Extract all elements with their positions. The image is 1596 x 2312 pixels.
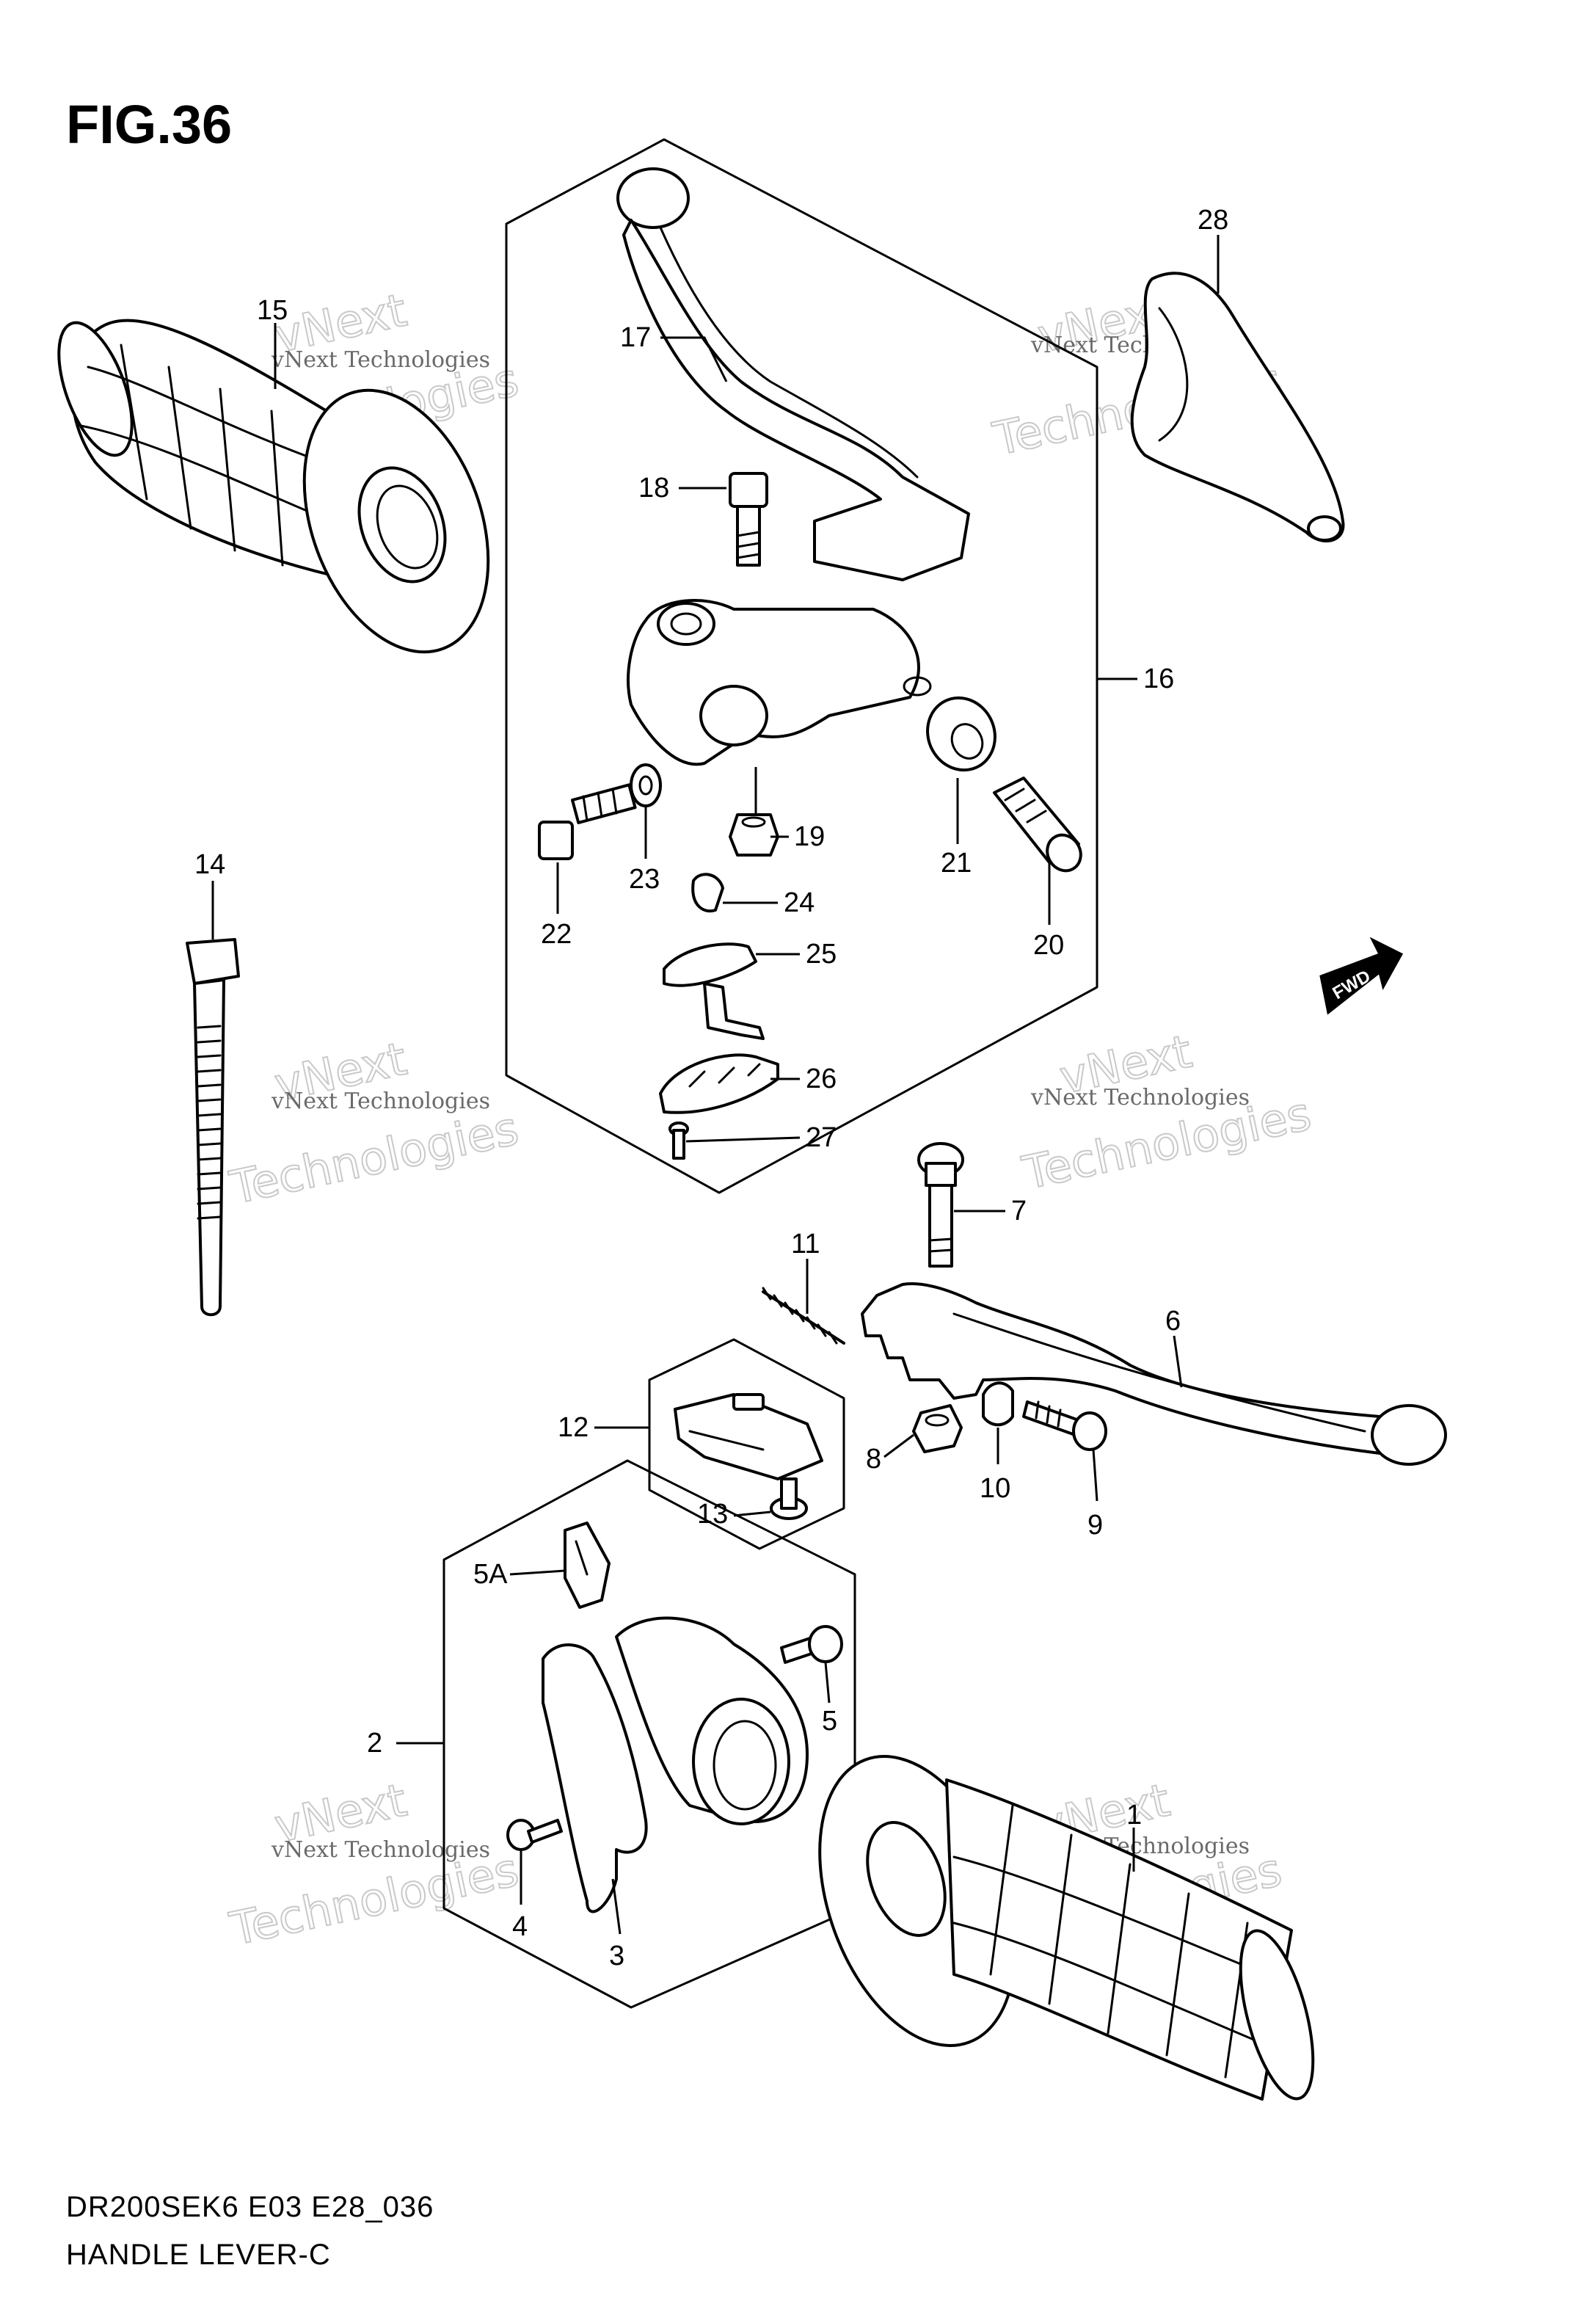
part-8-nut — [912, 1404, 963, 1453]
part-12-stop-switch — [674, 1393, 823, 1480]
callout-11: 11 — [791, 1229, 820, 1259]
part-18-pivot-bolt — [729, 472, 768, 567]
part-1-right-grip — [818, 1755, 1315, 2101]
watermark-mid-right: Technologies vNext vNext Technologies — [1017, 1024, 1316, 1201]
callout-18: 18 — [638, 473, 669, 504]
callout-1: 1 — [1126, 1800, 1142, 1831]
callout-14: 14 — [194, 849, 225, 880]
callout-3: 3 — [609, 1941, 624, 1971]
svg-text:vNext Technologies: vNext Technologies — [271, 1837, 490, 1863]
part-28-lever-cover — [1130, 272, 1345, 542]
callout-24: 24 — [784, 887, 815, 918]
callout-21: 21 — [941, 848, 972, 879]
callout-4: 4 — [512, 1911, 528, 1942]
callout-22: 22 — [541, 919, 572, 950]
callout-28: 28 — [1198, 205, 1228, 236]
callout-6: 6 — [1165, 1306, 1181, 1337]
callout-10: 10 — [980, 1473, 1010, 1504]
callout-7: 7 — [1011, 1196, 1027, 1226]
part-7-pivot-bolt — [917, 1142, 964, 1268]
figure-title: FIG.36 — [66, 94, 232, 155]
svg-text:vNext Technologies: vNext Technologies — [271, 1088, 490, 1114]
callout-2: 2 — [367, 1728, 382, 1759]
callout-9: 9 — [1087, 1510, 1103, 1541]
part-17-clutch-lever — [616, 167, 970, 581]
part-20-cable-adjuster — [993, 777, 1082, 873]
callout-8: 8 — [866, 1444, 881, 1475]
callout-19: 19 — [794, 821, 825, 852]
callout-17: 17 — [620, 322, 651, 353]
callout-16: 16 — [1143, 664, 1174, 694]
callout-26: 26 — [806, 1064, 837, 1094]
assembly-outline-12 — [648, 1338, 845, 1550]
svg-text:Technologies: Technologies — [225, 1101, 523, 1214]
leader-lines — [211, 235, 1220, 1935]
callout-15: 15 — [257, 295, 288, 326]
part-10-nut — [982, 1381, 1014, 1427]
part-25-switch-plate — [663, 942, 765, 1040]
part-13-screw — [770, 1477, 808, 1520]
assembly-outline-16 — [505, 138, 1098, 1194]
part-4-screw — [506, 1819, 563, 1851]
part-6-brake-lever — [861, 1282, 1447, 1466]
callout-27: 27 — [806, 1122, 837, 1153]
callout-5: 5 — [822, 1706, 837, 1737]
part-15-left-grip — [57, 319, 490, 654]
part-5a-clip — [564, 1522, 611, 1609]
callout-25: 25 — [806, 939, 837, 970]
part-23-washer — [630, 763, 662, 807]
part-24-clip — [691, 873, 724, 913]
figure-name: HANDLE LEVER-C — [66, 2239, 331, 2271]
part-5-screw — [780, 1625, 843, 1664]
part-27-screw — [668, 1122, 689, 1160]
fwd-arrow-icon: FWD — [1319, 937, 1404, 1015]
callout-labels: 15 28 17 18 16 19 21 20 23 22 24 25 26 2… — [194, 205, 1228, 1971]
svg-text:vNext Technologies: vNext Technologies — [1030, 1085, 1250, 1110]
svg-text:vNext Technologies: vNext Technologies — [271, 347, 490, 373]
watermark-bottom-left: Technologies vNext vNext Technologies — [225, 1773, 524, 1957]
part-3-throttle-case — [542, 1616, 809, 1913]
callout-12: 12 — [558, 1412, 589, 1443]
part-26-switch-body — [659, 1053, 779, 1114]
callout-23: 23 — [629, 864, 660, 895]
callout-13: 13 — [697, 1499, 728, 1530]
part-11-spring — [762, 1287, 845, 1345]
callout-5a: 5A — [473, 1559, 508, 1590]
part-22-bolt — [538, 783, 637, 860]
part-9-screw — [1022, 1400, 1107, 1451]
part-lever-bracket — [627, 599, 932, 766]
figure-code: DR200SEK6 E03 E28_036 — [66, 2191, 434, 2223]
part-14-cable-tie — [186, 938, 240, 1317]
part-21-adjuster-nut — [926, 696, 996, 772]
watermark-mid-left: Technologies vNext vNext Technologies — [225, 1031, 524, 1215]
callout-20: 20 — [1033, 930, 1064, 961]
part-19-nut — [729, 813, 779, 857]
